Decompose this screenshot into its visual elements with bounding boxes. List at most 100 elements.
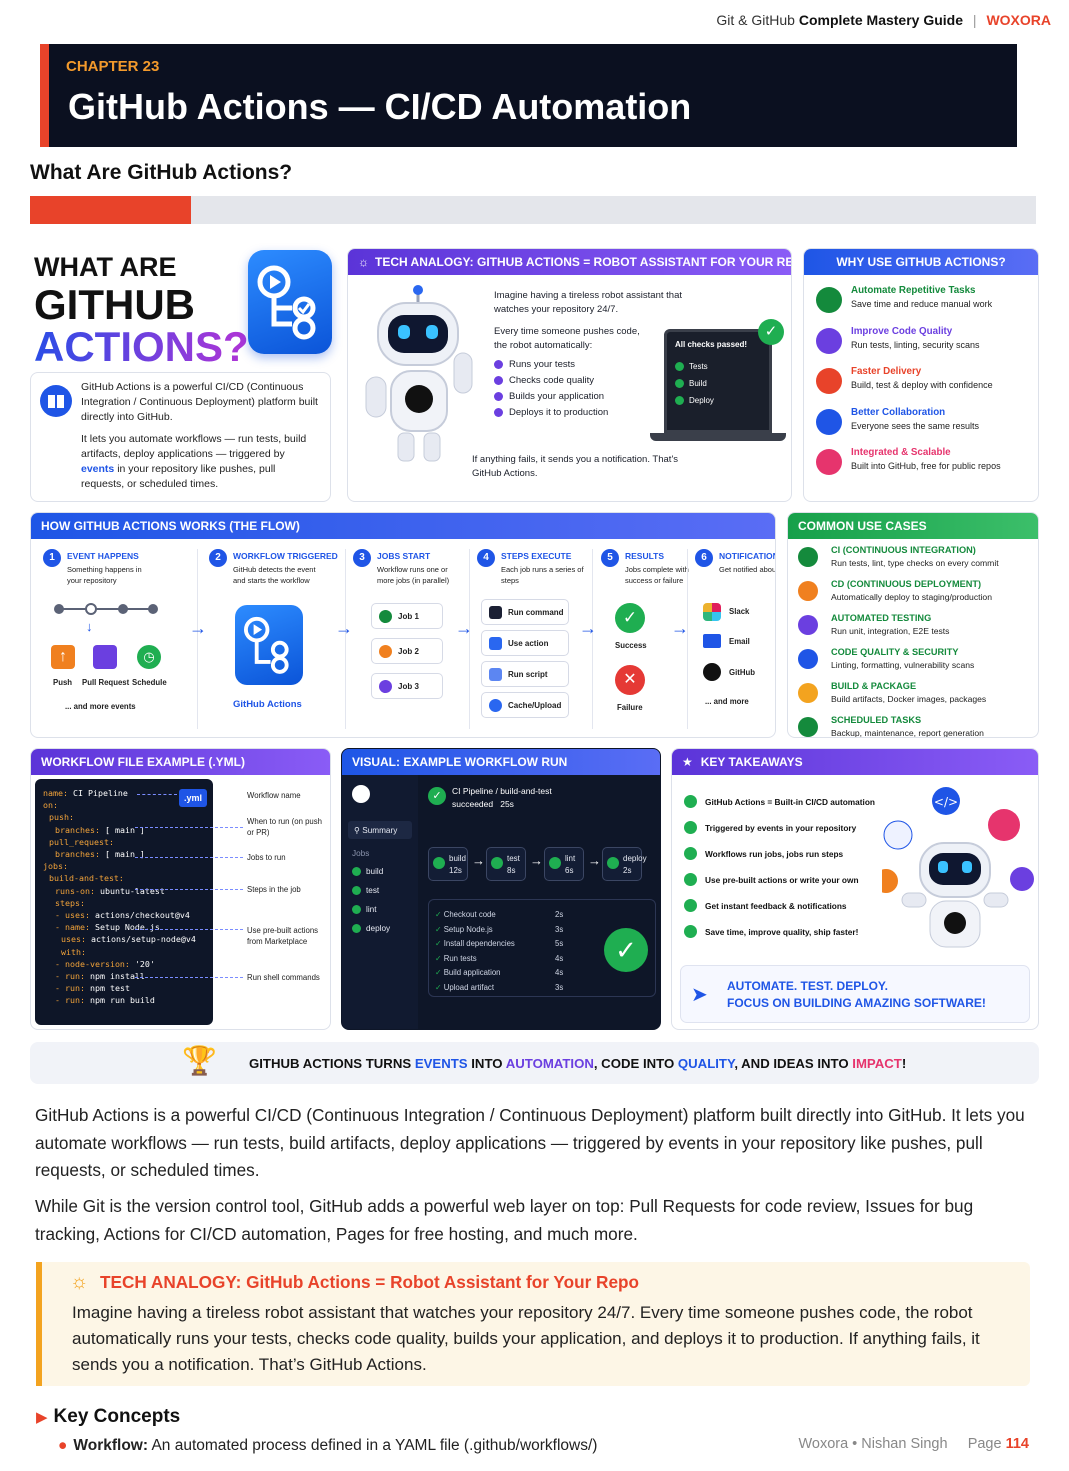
use-case-item: CI (CONTINUOUS INTEGRATION)Run tests, li… xyxy=(798,545,1038,577)
code-line: jobs: xyxy=(43,861,68,872)
check-icon xyxy=(684,873,697,886)
github-icon xyxy=(703,663,721,681)
rocket-icon: ➤ xyxy=(691,984,708,1006)
benefit-icon xyxy=(816,408,842,435)
run-sidebar: ⚲ Summary Jobs build test lint deploy xyxy=(342,775,418,1029)
sidebar-job[interactable]: lint xyxy=(352,905,376,915)
robot-illustration-icon xyxy=(365,285,473,462)
code-line: branches: [ main ] xyxy=(55,849,145,860)
brand-name: WOXORA xyxy=(986,12,1051,28)
takeaway-item: Get instant feedback & notifications xyxy=(684,899,847,912)
yml-badge: .yml xyxy=(179,789,208,807)
hero-line-3: ACTIONS? xyxy=(34,323,249,370)
takeaway-item: Use pre-built actions or write your own xyxy=(684,873,859,886)
step-pill: Use action xyxy=(481,630,569,656)
annotation: When to run (on push or PR) xyxy=(247,817,322,837)
intro-paragraph-2: It lets you automate workflows — run tes… xyxy=(81,432,307,491)
flow-step: 6NOTIFICATIONSGet notified about action xyxy=(689,547,775,733)
sidebar-job[interactable]: build xyxy=(352,867,383,877)
takeaway-item: GitHub Actions = Built-in CI/CD automati… xyxy=(684,795,875,808)
guide-title: Complete Mastery Guide xyxy=(798,12,964,28)
sidebar-job[interactable]: test xyxy=(352,886,379,896)
use-case-item: CD (CONTINUOUS DEPLOYMENT)Automatically … xyxy=(798,579,1038,611)
chapter-number: CHAPTER 23 xyxy=(66,58,160,75)
code-line: branches: [ main ] xyxy=(55,824,145,835)
trophy-icon: 🏆 xyxy=(182,1045,217,1076)
book-icon xyxy=(40,385,72,417)
analogy-text-1: Imagine having a tireless robot assistan… xyxy=(494,290,682,315)
step-pill: Run script xyxy=(481,661,569,687)
flow-arrow-icon: → xyxy=(189,618,207,638)
tech-analogy-card: ☼ TECH ANALOGY: GITHUB ACTIONS = ROBOT A… xyxy=(347,248,792,502)
job-pill: Job 1 xyxy=(371,603,443,629)
code-line: runs-on: ubuntu-latest xyxy=(55,885,165,896)
page-footer: Woxora • Nishan Singh Page 114 xyxy=(798,1436,1029,1452)
automate-callout: ➤ AUTOMATE. TEST. DEPLOY. FOCUS ON BUILD… xyxy=(680,965,1030,1023)
flow-arrow-icon: → xyxy=(335,618,353,638)
code-line: steps: xyxy=(55,897,85,908)
use-case-icon xyxy=(798,615,818,635)
robot-celebrate-icon: </> xyxy=(882,787,1034,948)
step-divider xyxy=(592,549,593,729)
event-push-label: Push xyxy=(53,678,73,687)
step-pill: Run command xyxy=(481,599,569,625)
star-icon: ★ xyxy=(682,755,693,769)
check-icon xyxy=(494,360,503,369)
check-icon xyxy=(684,821,697,834)
run-success-icon: ✓ xyxy=(428,787,446,805)
why-use-header: WHY USE GITHUB ACTIONS? xyxy=(804,249,1038,275)
flow-header: HOW GITHUB ACTIONS WORKS (THE FLOW) xyxy=(31,513,775,539)
use-case-icon xyxy=(798,649,818,669)
flow-arrow-icon: → xyxy=(579,618,597,638)
header-divider: | xyxy=(972,12,977,28)
tech-analogy-callout: ☼ TECH ANALOGY: GitHub Actions = Robot A… xyxy=(36,1262,1030,1386)
code-line: - run: npm test xyxy=(55,983,130,994)
success-check-icon: ✓ xyxy=(758,319,784,345)
job-pill: Job 2 xyxy=(371,638,443,664)
callout-title: TECH ANALOGY: GitHub Actions = Robot Ass… xyxy=(100,1272,640,1292)
workflow-file-card: WORKFLOW FILE EXAMPLE (.YML) name: CI Pi… xyxy=(30,748,331,1030)
big-check-icon: ✓ xyxy=(604,928,648,972)
code-line: - run: npm run build xyxy=(55,995,155,1006)
step-pill: Cache/Upload xyxy=(481,692,569,718)
code-line: pull_request: xyxy=(49,836,114,847)
sidebar-job[interactable]: deploy xyxy=(352,924,390,934)
success-label: Success xyxy=(615,641,647,650)
code-line: - uses: actions/checkout@v4 xyxy=(55,910,190,921)
laptop-check: Tests xyxy=(675,362,708,372)
job-arrow-icon: → xyxy=(588,853,601,868)
summary-tab[interactable]: ⚲ Summary xyxy=(348,821,412,839)
check-icon xyxy=(684,847,697,860)
notify-slack-label: Slack xyxy=(729,607,750,616)
takeaway-item: Workflows run jobs, jobs run steps xyxy=(684,847,843,860)
job-pill: Job 3 xyxy=(371,673,443,699)
laptop-base xyxy=(650,433,786,441)
analogy-bullet-list: Runs your tests Checks code quality Buil… xyxy=(494,359,608,423)
code-line: on: xyxy=(43,800,58,811)
chapter-title: GitHub Actions — CI/CD Automation xyxy=(68,86,692,127)
run-title: CI Pipeline / build-and-test succeeded 2… xyxy=(452,786,552,809)
annotation: Run shell commands xyxy=(247,973,320,982)
intro-paragraph-1: GitHub Actions is a powerful CI/CD (Cont… xyxy=(81,381,318,424)
notify-email-label: Email xyxy=(729,637,750,646)
failure-icon: ✕ xyxy=(615,665,645,695)
slack-icon xyxy=(703,603,721,621)
hero-heading: WHAT ARE GITHUB ACTIONS? xyxy=(34,254,249,368)
code-line: - node-version: '20' xyxy=(55,958,155,969)
flow-arrow-icon: → xyxy=(671,618,689,638)
job-arrow-icon: → xyxy=(530,853,543,868)
